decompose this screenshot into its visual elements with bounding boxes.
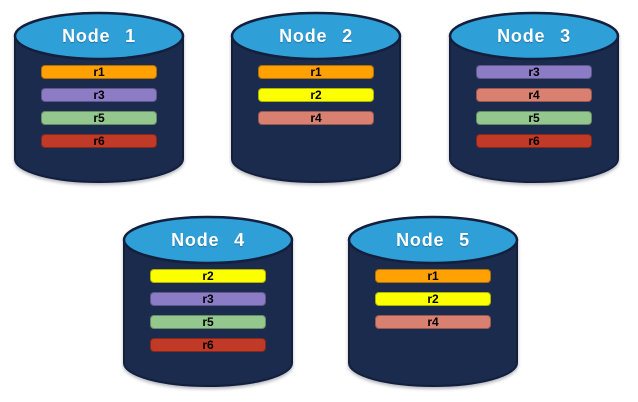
replica-bar-r2: r2 — [375, 292, 491, 306]
replica-bar-r4: r4 — [258, 111, 374, 125]
node-4: Node 4 r2 r3 r5 r6 — [122, 214, 294, 389]
replica-bar-r4: r4 — [375, 315, 491, 329]
node-title: Node 1 — [62, 25, 136, 46]
node-5: Node 5 r1 r2 r4 — [347, 214, 519, 389]
node-1: Node 1 r1 r3 r5 r6 — [13, 10, 185, 185]
replica-list: r3 r4 r5 r6 — [476, 65, 592, 148]
node-3: Node 3 r3 r4 r5 r6 — [448, 10, 620, 185]
node-title: Node 4 — [171, 229, 245, 250]
replica-list: r1 r3 r5 r6 — [41, 65, 157, 148]
replica-bar-r4: r4 — [476, 88, 592, 102]
replica-bar-r6: r6 — [41, 134, 157, 148]
replica-bar-r2: r2 — [150, 269, 266, 283]
replica-list: r2 r3 r5 r6 — [150, 269, 266, 352]
node-2: Node 2 r1 r2 r4 — [230, 10, 402, 185]
replica-bar-r1: r1 — [41, 65, 157, 79]
replica-bar-r1: r1 — [375, 269, 491, 283]
replica-bar-r3: r3 — [476, 65, 592, 79]
node-title: Node 3 — [497, 25, 571, 46]
replica-bar-r1: r1 — [258, 65, 374, 79]
replica-bar-r2: r2 — [258, 88, 374, 102]
replica-bar-r6: r6 — [150, 338, 266, 352]
replica-list: r1 r2 r4 — [258, 65, 374, 125]
node-title: Node 5 — [396, 229, 470, 250]
replica-bar-r6: r6 — [476, 134, 592, 148]
node-title: Node 2 — [279, 25, 353, 46]
replica-list: r1 r2 r4 — [375, 269, 491, 329]
replica-bar-r3: r3 — [41, 88, 157, 102]
replica-bar-r5: r5 — [476, 111, 592, 125]
replica-bar-r3: r3 — [150, 292, 266, 306]
replica-bar-r5: r5 — [41, 111, 157, 125]
replica-bar-r5: r5 — [150, 315, 266, 329]
